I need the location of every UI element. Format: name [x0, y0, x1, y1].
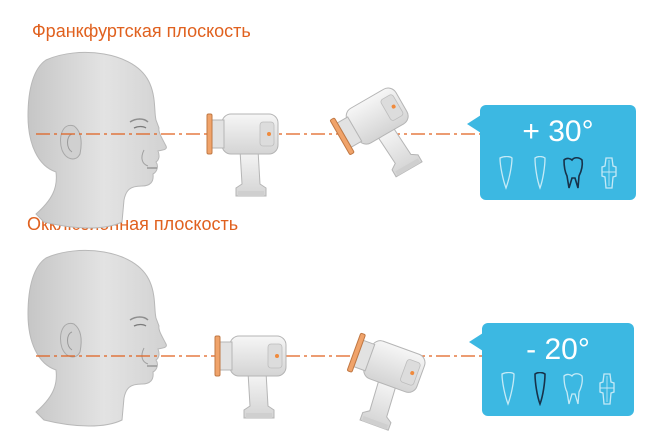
callout-pointer: [469, 333, 483, 351]
angle-callout-frankfurt: + 30°: [467, 105, 636, 200]
tooth-selector: [501, 372, 615, 406]
callout-pointer: [467, 115, 481, 133]
xray-camera-tilted-icon: [329, 84, 433, 192]
full-tooth-icon[interactable]: [599, 373, 615, 405]
angle-callout-occlusal: - 20°: [469, 323, 634, 416]
tooth-selector: [499, 156, 617, 189]
molar-icon[interactable]: [563, 373, 583, 405]
xray-camera-icon: [206, 113, 279, 197]
frankfurt-plane-title: Франкфуртская плоскость: [32, 21, 251, 41]
premolar-icon[interactable]: [534, 372, 546, 406]
occlusal-plane-scene: [27, 249, 484, 435]
full-tooth-icon[interactable]: [601, 157, 617, 189]
xray-camera-tilted-icon: [332, 332, 429, 435]
head-profile-icon: [27, 51, 168, 229]
frankfurt-plane-scene: [27, 51, 482, 229]
head-profile-icon: [27, 249, 168, 427]
xray-camera-icon: [214, 335, 287, 419]
incisor-icon[interactable]: [501, 372, 515, 405]
molar-icon[interactable]: [563, 156, 584, 189]
angle-value: - 20°: [526, 333, 590, 366]
angle-value: + 30°: [522, 115, 594, 148]
premolar-icon[interactable]: [534, 156, 546, 189]
incisor-icon[interactable]: [499, 156, 513, 189]
